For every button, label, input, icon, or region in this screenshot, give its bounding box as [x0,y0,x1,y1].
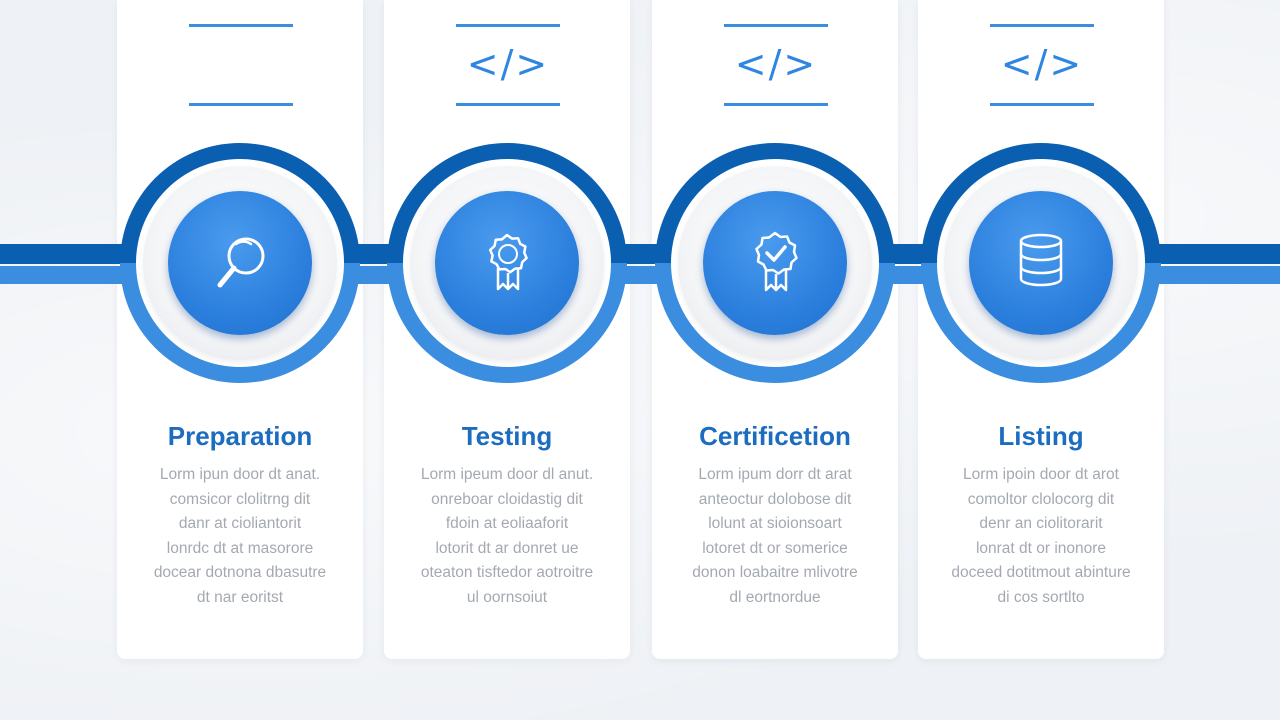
step-description-listing: Lorm ipoin door dt arot comoltor cloloco… [918,463,1164,610]
step-node-certification [655,143,895,383]
code-icon: </> [466,42,550,86]
description-line: fdoin at eoliaaforit [445,515,569,532]
description-line: ul oornsoiut [466,588,548,606]
description-line: lolunt at sioionsoart [708,515,842,532]
description-line: anteoctur dolobose dit [698,490,852,508]
top-decoration-listing: </> [990,24,1094,108]
node-core [168,191,312,335]
description-line: lotorit dt ar donret ue [435,539,579,557]
step-node-testing [387,143,627,383]
description-line: dt nar eoritst [196,588,284,606]
step-node-preparation [120,143,360,383]
step-title-certification: Certificetion [699,421,851,451]
description-line: oteaton tisftedor aotroitre [420,564,594,581]
top-decoration-testing: </> [456,24,560,108]
deco-bar-bottom [189,103,293,106]
deco-bar-bottom [990,103,1094,106]
code-icon: </> [734,42,818,86]
deco-bar-top [724,24,828,27]
step-node-listing [921,143,1161,383]
deco-bar-top [456,24,560,27]
description-line: Lorm ipeum door dl anut. [420,466,594,483]
database-icon [1019,233,1063,287]
award-ribbon-icon [488,233,528,291]
description-line: di cos sortlto [997,588,1085,606]
description-line: danr at cioliantorit [178,515,302,532]
step-title-listing: Listing [998,421,1084,451]
description-line: doceed dotitmout abinture [951,564,1131,581]
step-description-certification: Lorm ipum dorr dt arat anteoctur dolobos… [652,463,898,610]
description-line: lonrdc dt at masorore [166,539,314,557]
top-decoration-certification: </> [724,24,828,108]
magnifier-icon [217,237,265,288]
deco-bar-top [990,24,1094,27]
description-line: onreboar cloidastig dit [431,490,583,508]
top-decoration-preparation [189,24,293,108]
description-line: comoltor clolocorg dit [967,490,1115,508]
node-core [703,191,847,335]
description-line: denr an ciolitorarit [979,515,1103,532]
certified-badge-icon [755,231,798,292]
description-line: Lorm ipum dorr dt arat [698,466,852,483]
description-line: docear dotnona dbasutre [153,564,327,581]
node-core [435,191,579,335]
deco-bar-top [189,24,293,27]
description-line: comsicor clolitrng dit [169,490,311,508]
step-title-preparation: Preparation [167,421,313,451]
code-icon [189,38,293,90]
description-line: donon loabaitre mlivotre [692,564,858,581]
step-description-preparation: Lorm ipun door dt anat. comsicor clolitr… [117,463,363,610]
node-core [969,191,1113,335]
deco-bar-bottom [456,103,560,106]
step-title-testing: Testing [461,421,553,451]
step-description-testing: Lorm ipeum door dl anut. onreboar cloida… [384,463,630,610]
description-line: Lorm ipun door dt anat. [159,466,321,483]
description-line: Lorm ipoin door dt arot [963,466,1119,483]
description-line: lotoret dt or somerice [702,539,848,557]
code-icon: </> [1000,42,1084,86]
deco-bar-bottom [724,103,828,106]
description-line: lonrat dt or inonore [975,539,1107,557]
description-line: dl eortnordue [729,588,821,606]
